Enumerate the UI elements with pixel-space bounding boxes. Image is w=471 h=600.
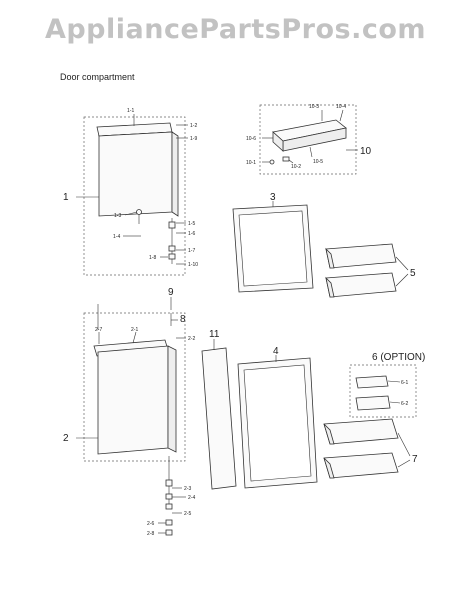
label-1-6: 1-6 bbox=[188, 231, 195, 237]
label-4: 4 bbox=[273, 346, 279, 357]
part-6-1-bin bbox=[355, 375, 389, 389]
part-1-5-hinge bbox=[168, 221, 176, 229]
label-1-9: 1-9 bbox=[190, 136, 197, 142]
door-1-panel bbox=[98, 131, 173, 217]
part-6-group-box bbox=[349, 364, 417, 418]
part-10-group-box bbox=[259, 104, 357, 175]
label-1-5: 1-5 bbox=[188, 221, 195, 227]
label-2-6: 2-6 bbox=[147, 521, 154, 527]
part-7-bin-bottom-end bbox=[323, 457, 335, 479]
label-3: 3 bbox=[270, 192, 276, 203]
part-10-2 bbox=[282, 156, 290, 162]
label-2-8: 2-8 bbox=[147, 531, 154, 537]
part-2-4 bbox=[165, 493, 173, 500]
label-8: 8 bbox=[180, 314, 186, 325]
label-11: 11 bbox=[209, 329, 220, 340]
label-10-4: 10-4 bbox=[336, 104, 346, 110]
part-6-2-bin bbox=[355, 395, 391, 411]
label-10-3: 10-3 bbox=[309, 104, 319, 110]
part-7-bin-top bbox=[323, 418, 399, 445]
part-5-bin-top-end bbox=[325, 247, 335, 269]
label-2-3: 2-3 bbox=[184, 486, 191, 492]
label-9: 9 bbox=[168, 287, 174, 298]
door-1-group-box bbox=[83, 116, 186, 276]
watermark: AppliancePartsPros.com bbox=[44, 14, 427, 45]
part-1-8-cap bbox=[168, 253, 176, 260]
part-3-gasket-inner bbox=[238, 210, 308, 287]
label-1-7: 1-7 bbox=[188, 248, 195, 254]
label-10-6: 10-6 bbox=[246, 136, 256, 142]
label-6-option: 6 (OPTION) bbox=[372, 352, 425, 363]
part-2-5 bbox=[165, 503, 173, 510]
label-5: 5 bbox=[410, 268, 416, 279]
label-2-5: 2-5 bbox=[184, 511, 191, 517]
label-1: 1 bbox=[63, 192, 69, 203]
label-6-2: 6-2 bbox=[401, 401, 408, 407]
label-7: 7 bbox=[412, 454, 418, 465]
part-2-8 bbox=[165, 529, 173, 536]
section-title: Door compartment bbox=[60, 72, 135, 82]
label-1-8: 1-8 bbox=[149, 255, 156, 261]
part-5-bin-bottom bbox=[325, 272, 397, 298]
part-5-bin-bottom-end bbox=[325, 276, 335, 298]
part-7-bin-bottom bbox=[323, 452, 399, 479]
label-2-4: 2-4 bbox=[188, 495, 195, 501]
part-2-3-hinge bbox=[165, 479, 173, 487]
label-2: 2 bbox=[63, 433, 69, 444]
door-2-panel bbox=[97, 345, 169, 455]
label-10: 10 bbox=[360, 146, 372, 157]
label-2-1: 2-1 bbox=[131, 327, 138, 333]
part-4-gasket-inner bbox=[243, 364, 312, 482]
label-1-4: 1-4 bbox=[113, 234, 120, 240]
label-1-2: 1-2 bbox=[190, 123, 197, 129]
part-1-7-bracket bbox=[168, 245, 176, 252]
label-1-1: 1-1 bbox=[127, 108, 134, 114]
door-2-group-box bbox=[83, 312, 186, 462]
label-6-1: 6-1 bbox=[401, 380, 408, 386]
part-11-strip bbox=[201, 347, 237, 490]
part-10-end bbox=[272, 131, 284, 152]
part-7-bin-top-end bbox=[323, 423, 335, 445]
part-5-bin-top bbox=[325, 243, 397, 269]
label-2-7: 2-7 bbox=[95, 327, 102, 333]
label-1-3: 1-3 bbox=[114, 213, 121, 219]
label-10-2: 10-2 bbox=[291, 164, 301, 170]
part-2-6 bbox=[165, 519, 173, 526]
part-1-3-screw bbox=[136, 209, 142, 215]
label-10-1: 10-1 bbox=[246, 160, 256, 166]
part-10-1 bbox=[269, 159, 275, 165]
label-1-10: 1-10 bbox=[188, 262, 198, 268]
door-2-side bbox=[167, 345, 177, 453]
door-1-side bbox=[171, 131, 179, 217]
label-2-2: 2-2 bbox=[188, 336, 195, 342]
label-10-5: 10-5 bbox=[313, 159, 323, 165]
